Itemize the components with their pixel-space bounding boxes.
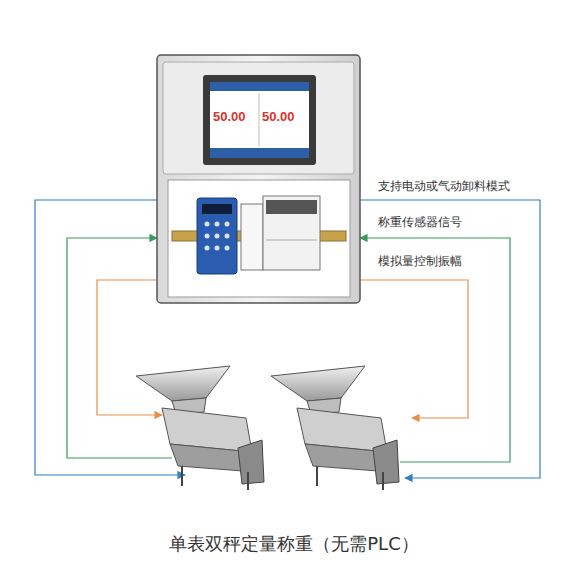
hmi-footer bbox=[210, 148, 309, 158]
caption: 单表双秤定量称重（无需PLC） bbox=[0, 532, 588, 556]
vibratory-feeder bbox=[136, 366, 264, 490]
hmi-bezel bbox=[203, 75, 316, 165]
hmi-header bbox=[210, 82, 309, 91]
io-module bbox=[241, 204, 263, 270]
hmi-display: 50.00 50.00 bbox=[210, 91, 309, 148]
amplitude-wire bbox=[360, 280, 468, 418]
hmi-screen bbox=[210, 82, 309, 158]
signal-label: 称重传感器信号 bbox=[378, 214, 462, 231]
feeder-leg bbox=[181, 466, 183, 486]
signal-label: 支持电动或气动卸料模式 bbox=[378, 178, 510, 195]
module-seam bbox=[266, 240, 317, 241]
cabinet-body bbox=[157, 55, 360, 303]
terminal-block bbox=[266, 200, 317, 214]
cabinet-panel bbox=[168, 180, 350, 297]
discharge-wire bbox=[360, 200, 540, 478]
hmi-divider bbox=[259, 93, 260, 146]
weighing-module bbox=[197, 198, 237, 274]
amplitude-wire bbox=[97, 280, 162, 415]
module-display bbox=[202, 204, 232, 214]
feeder-leg bbox=[382, 472, 384, 490]
signal-label: 模拟量控制振幅 bbox=[378, 253, 462, 270]
vibratory-feeder bbox=[271, 366, 399, 490]
weight-reading: 50.00 bbox=[262, 109, 295, 124]
feeder-leg bbox=[316, 466, 318, 486]
discharge-gate bbox=[238, 440, 264, 484]
weight-reading: 50.00 bbox=[213, 109, 246, 124]
module-keys bbox=[205, 222, 230, 251]
cabinet-door bbox=[163, 62, 354, 174]
controller-module bbox=[263, 196, 320, 270]
discharge-gate bbox=[373, 440, 399, 484]
control-cabinet bbox=[157, 55, 360, 303]
feeder-hopper bbox=[271, 366, 365, 401]
feeder-leg bbox=[247, 472, 249, 490]
feeder-hopper bbox=[136, 366, 230, 401]
